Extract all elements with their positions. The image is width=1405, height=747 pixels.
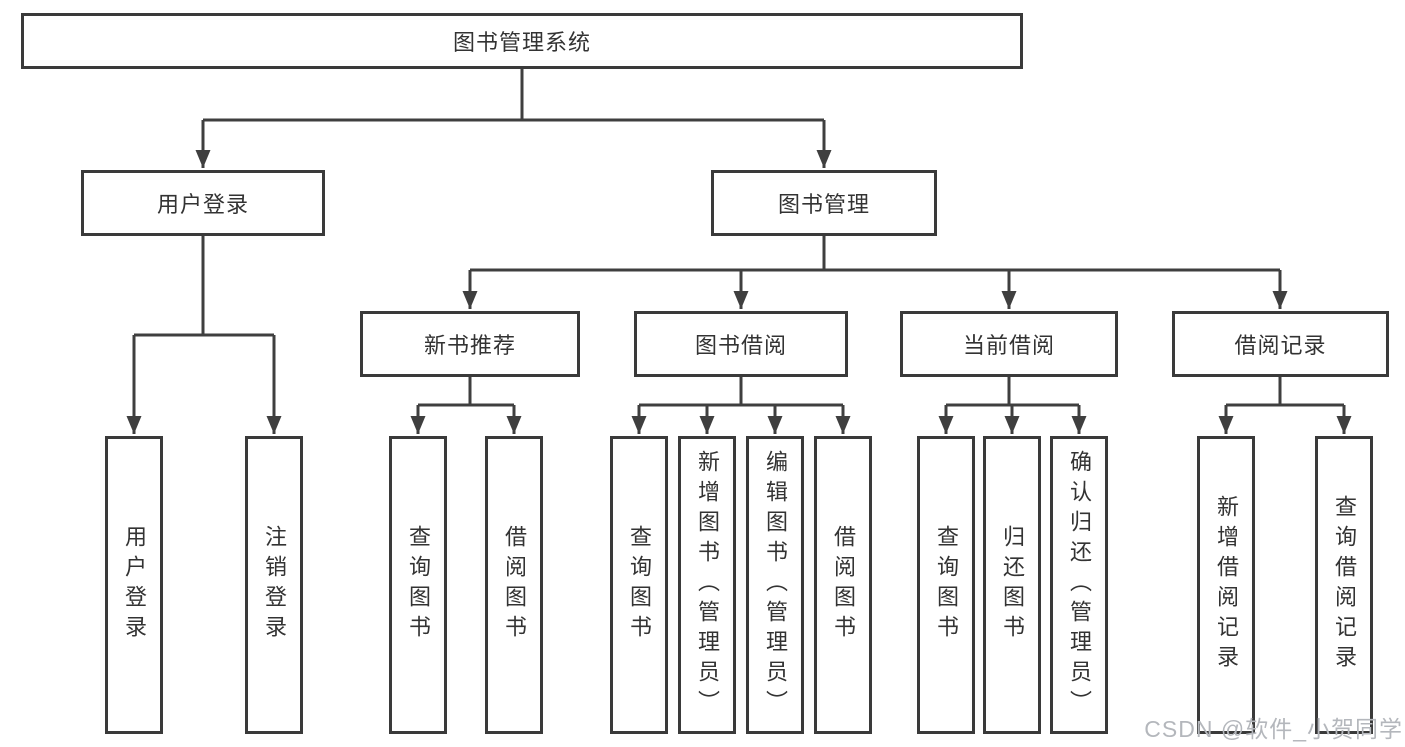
leaf-borrow-books-2-label: 借阅图书 (831, 525, 856, 645)
leaf-logout: 注销登录 (245, 436, 303, 734)
leaf-query-books-3-label: 查询图书 (934, 525, 959, 645)
node-book-management-label: 图书管理 (777, 192, 870, 217)
leaf-query-books-1-label: 查询图书 (406, 525, 431, 645)
leaf-logout-label: 注销登录 (262, 525, 287, 645)
leaf-return-books-label: 归还图书 (1000, 525, 1025, 645)
leaf-add-books-admin-label: 新增图书（管理员） (695, 450, 720, 720)
node-library-system: 图书管理系统 (21, 13, 1023, 69)
csdn-watermark: CSDN @软件_小贺同学 (1144, 716, 1403, 742)
leaf-confirm-return-admin-label: 确认归还（管理员） (1067, 450, 1092, 720)
node-book-borrow: 图书借阅 (634, 311, 848, 377)
leaf-add-borrow-record-label: 新增借阅记录 (1214, 495, 1239, 675)
node-library-system-label: 图书管理系统 (452, 30, 591, 55)
leaf-query-borrow-record-label: 查询借阅记录 (1332, 495, 1357, 675)
leaf-query-books-1: 查询图书 (389, 436, 447, 734)
node-borrow-records-label: 借阅记录 (1234, 333, 1327, 358)
node-current-borrow: 当前借阅 (900, 311, 1118, 377)
node-user-login: 用户登录 (81, 170, 325, 236)
leaf-query-borrow-record: 查询借阅记录 (1315, 436, 1373, 734)
leaf-query-books-2: 查询图书 (610, 436, 668, 734)
leaf-edit-books-admin: 编辑图书（管理员） (746, 436, 804, 734)
leaf-borrow-books-2: 借阅图书 (814, 436, 872, 734)
leaf-query-books-2-label: 查询图书 (627, 525, 652, 645)
leaf-return-books: 归还图书 (983, 436, 1041, 734)
leaf-confirm-return-admin: 确认归还（管理员） (1050, 436, 1108, 734)
leaf-add-books-admin: 新增图书（管理员） (678, 436, 736, 734)
node-borrow-records: 借阅记录 (1172, 311, 1389, 377)
leaf-query-books-3: 查询图书 (917, 436, 975, 734)
node-book-borrow-label: 图书借阅 (694, 333, 787, 358)
node-new-book-recommend: 新书推荐 (360, 311, 580, 377)
node-book-management: 图书管理 (711, 170, 937, 236)
node-current-borrow-label: 当前借阅 (962, 333, 1055, 358)
leaf-edit-books-admin-label: 编辑图书（管理员） (763, 450, 788, 720)
node-user-login-label: 用户登录 (156, 192, 249, 217)
node-new-book-recommend-label: 新书推荐 (423, 333, 516, 358)
leaf-borrow-books-1-label: 借阅图书 (502, 525, 527, 645)
leaf-borrow-books-1: 借阅图书 (485, 436, 543, 734)
leaf-user-login-label: 用户登录 (122, 525, 147, 645)
leaf-user-login: 用户登录 (105, 436, 163, 734)
leaf-add-borrow-record: 新增借阅记录 (1197, 436, 1255, 734)
